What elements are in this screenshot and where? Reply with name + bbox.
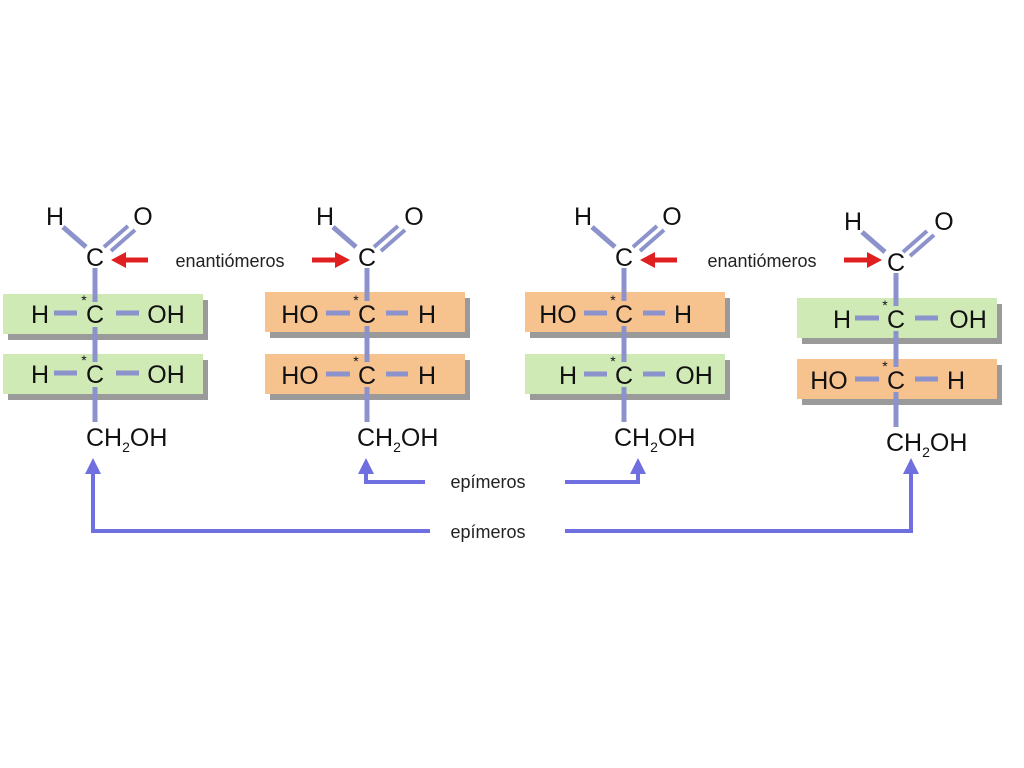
atom-ho: HO (281, 362, 319, 390)
red-arrow-right-icon (867, 252, 882, 268)
molecule-4: H O C H C * OH HO C * H CH2OH (797, 208, 1002, 460)
atom-h: H (574, 203, 592, 231)
atom-h: H (833, 306, 851, 334)
atom-c: C (358, 301, 376, 329)
bond (638, 228, 666, 253)
blue-connector-line (91, 472, 430, 533)
chiral-star: * (353, 353, 359, 369)
atom-c: C (615, 362, 633, 390)
bond (631, 224, 659, 249)
atom-h: H (31, 301, 49, 329)
bond (102, 224, 130, 249)
atom-oh: OH (147, 301, 185, 329)
blue-arrow-up-icon (85, 458, 101, 474)
bond (590, 225, 617, 249)
epimers-label: epímeros (450, 522, 525, 542)
atom-ho: HO (810, 367, 848, 395)
enantiomers-label: enantiómeros (707, 251, 816, 271)
atom-c: C (358, 362, 376, 390)
atom-o: O (404, 203, 423, 231)
atom-oh: OH (147, 361, 185, 389)
blue-arrow-up-icon (358, 458, 374, 474)
chiral-star: * (610, 292, 616, 308)
atom-ch2oh: CH2OH (86, 424, 167, 455)
blue-connector-line (565, 472, 640, 484)
bond (331, 225, 358, 249)
atom-h: H (844, 208, 862, 236)
red-arrow-left-icon (111, 252, 126, 268)
molecule-2: H O C HO C * H HO C * H CH2OH (265, 203, 470, 455)
atom-h: H (418, 301, 436, 329)
atom-ch2oh: CH2OH (886, 429, 967, 460)
bond (109, 228, 137, 253)
atom-ch2oh: CH2OH (357, 424, 438, 455)
blue-arrow-up-icon (903, 458, 919, 474)
atom-c: C (615, 301, 633, 329)
enantiomers-label: enantiómeros (175, 251, 284, 271)
atom-h: H (316, 203, 334, 231)
epimers-label: epímeros (450, 472, 525, 492)
chiral-star: * (882, 297, 888, 313)
green-box (3, 294, 203, 334)
molecule-3: H O C HO C * H H C * OH CH2OH (525, 203, 730, 455)
atom-ho: HO (281, 301, 319, 329)
epimer-connector-outer: epímeros (85, 458, 919, 542)
atom-h: H (947, 367, 965, 395)
green-box (3, 354, 203, 394)
chiral-star: * (882, 358, 888, 374)
atom-ch2oh: CH2OH (614, 424, 695, 455)
atom-o: O (662, 203, 681, 231)
bond (860, 230, 887, 254)
atom-c: C (86, 361, 104, 389)
enantiomer-pair-right: enantiómeros (640, 251, 882, 271)
atom-h: H (418, 362, 436, 390)
atom-h: H (559, 362, 577, 390)
atom-c: C (615, 244, 633, 272)
chiral-star: * (610, 353, 616, 369)
atom-c: C (358, 244, 376, 272)
atom-h: H (46, 203, 64, 231)
epimer-connector-inner: epímeros (358, 458, 646, 492)
atom-h: H (31, 361, 49, 389)
atom-o: O (133, 203, 152, 231)
enantiomer-pair-left: enantiómeros (111, 251, 350, 271)
atom-o: O (934, 208, 953, 236)
bond (372, 224, 400, 249)
atom-c: C (887, 249, 905, 277)
chiral-star: * (81, 292, 87, 308)
blue-arrow-up-icon (630, 458, 646, 474)
blue-connector-line (565, 472, 913, 533)
bond (61, 225, 88, 249)
bond (379, 228, 407, 253)
atom-c: C (887, 306, 905, 334)
atom-c: C (887, 367, 905, 395)
red-arrow-left-icon (640, 252, 655, 268)
bond (908, 233, 936, 258)
red-arrow-right-icon (335, 252, 350, 268)
molecule-1: H O C H C * OH H C * OH CH2OH (3, 203, 208, 455)
blue-connector-line (364, 472, 425, 484)
atom-oh: OH (949, 306, 987, 334)
bond (901, 229, 929, 254)
atom-oh: OH (675, 362, 713, 390)
chiral-star: * (353, 292, 359, 308)
atom-c: C (86, 244, 104, 272)
atom-ho: HO (539, 301, 577, 329)
atom-c: C (86, 301, 104, 329)
atom-h: H (674, 301, 692, 329)
chiral-star: * (81, 352, 87, 368)
